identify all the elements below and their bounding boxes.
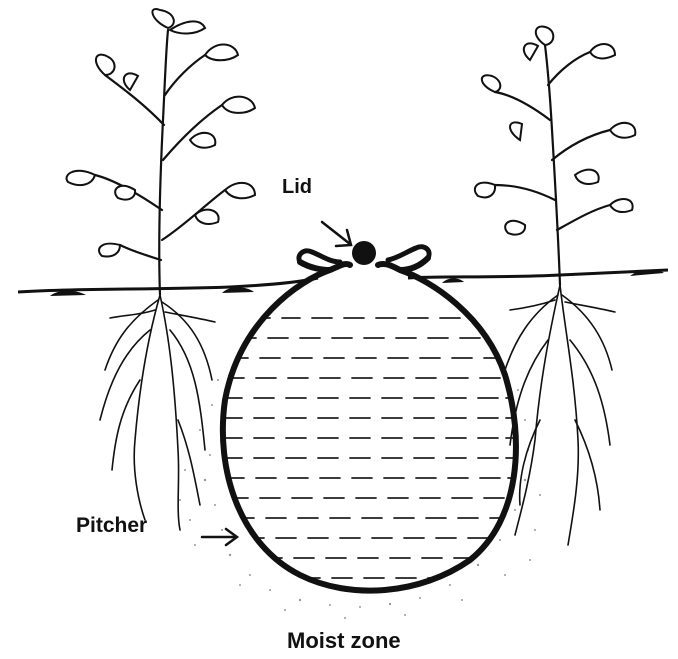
moist-zone-label: Moist zone bbox=[287, 628, 401, 654]
pitcher-rim-right bbox=[388, 247, 429, 260]
left-plant-leaves bbox=[67, 9, 255, 257]
soil-clump bbox=[442, 278, 464, 283]
lid-ball bbox=[352, 241, 376, 265]
left-plant-roots bbox=[100, 295, 215, 530]
ground-line bbox=[18, 270, 668, 292]
right-plant bbox=[495, 45, 610, 285]
lid-label: Lid bbox=[282, 176, 312, 199]
pitcher-rim-left bbox=[299, 251, 340, 262]
arrow-down-right-icon bbox=[322, 222, 351, 246]
pitcher-body bbox=[223, 270, 516, 591]
right-plant-roots bbox=[505, 285, 615, 545]
water-hatching bbox=[222, 318, 520, 578]
pitcher-label: Pitcher bbox=[76, 514, 147, 538]
arrow-right-icon bbox=[202, 529, 237, 545]
